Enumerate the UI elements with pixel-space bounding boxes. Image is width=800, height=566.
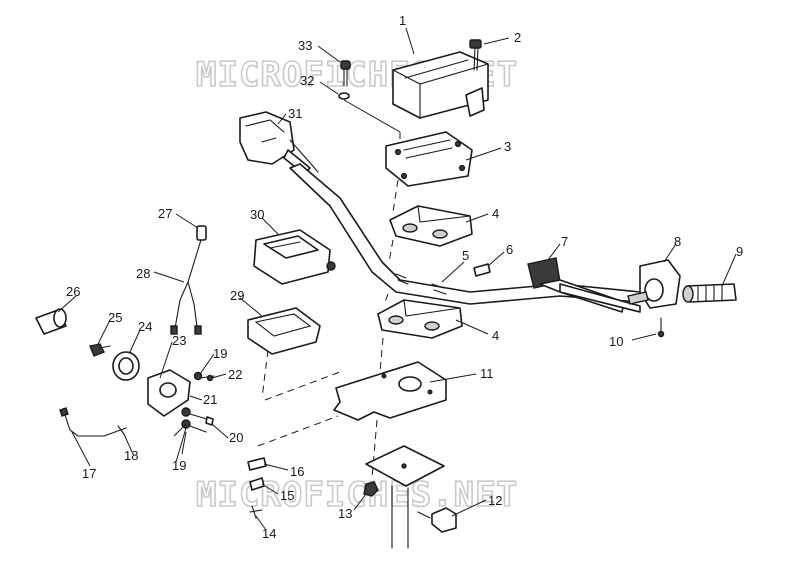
part-17-cable-end[interactable] (59, 407, 69, 417)
part-25-fitting[interactable] (89, 343, 111, 357)
callout-7: 7 (561, 234, 568, 249)
part-31-switch-housing[interactable] (239, 111, 319, 175)
part-28-cable[interactable] (170, 225, 207, 335)
part-9-grip[interactable] (682, 283, 737, 303)
part-8-throttle-housing[interactable] (627, 259, 681, 309)
part-steering-plate[interactable] (365, 445, 445, 549)
part-30-speedometer[interactable] (253, 229, 336, 285)
callout-14: 14 (262, 526, 276, 541)
callout-21: 21 (203, 392, 217, 407)
callout-2: 2 (514, 30, 521, 45)
callout-3: 3 (504, 139, 511, 154)
part-24-ring[interactable] (112, 351, 140, 381)
part-7-brake-lever[interactable] (527, 257, 641, 313)
watermark-bottom: MICROFICHES.NET (196, 475, 518, 515)
part-29-housing[interactable] (247, 307, 321, 355)
callout-31: 31 (288, 106, 302, 121)
callout-27: 27 (158, 206, 172, 221)
part-21-bracket[interactable] (147, 369, 191, 417)
callout-12: 12 (488, 493, 502, 508)
part-3-mounting-plate[interactable] (385, 131, 473, 187)
part-33-screw[interactable] (340, 60, 351, 87)
callout-8: 8 (674, 234, 681, 249)
callout-15: 15 (280, 488, 294, 503)
callout-33: 33 (298, 38, 312, 53)
callout-25: 25 (108, 310, 122, 325)
callout-26: 26 (66, 284, 80, 299)
callout-23: 23 (172, 333, 186, 348)
part-22-screw[interactable] (199, 374, 215, 382)
callout-4-upper: 4 (492, 206, 499, 221)
part-14-pin[interactable] (249, 505, 263, 519)
callout-22: 22 (228, 367, 242, 382)
callout-6: 6 (506, 242, 513, 257)
part-17-cable[interactable] (63, 411, 127, 437)
part-2-bolt[interactable] (469, 39, 482, 71)
callout-18: 18 (124, 448, 138, 463)
callout-20: 20 (229, 430, 243, 445)
callout-17: 17 (82, 466, 96, 481)
part-18-clip[interactable] (117, 425, 125, 435)
part-11-bracket-plate[interactable] (333, 361, 447, 421)
callout-28: 28 (136, 266, 150, 281)
callout-9: 9 (736, 244, 743, 259)
callout-1: 1 (399, 13, 406, 28)
callout-13: 13 (338, 506, 352, 521)
part-4-lower-clamp[interactable] (377, 299, 463, 339)
callout-32: 32 (300, 73, 314, 88)
callout-24: 24 (138, 319, 152, 334)
callout-10: 10 (609, 334, 623, 349)
callout-19-upper: 19 (213, 346, 227, 361)
part-6-spacer[interactable] (473, 263, 491, 277)
part-10-screw[interactable] (657, 317, 665, 338)
part-13-nut[interactable] (363, 481, 379, 497)
callout-19-lower: 19 (172, 458, 186, 473)
part-20-bolt[interactable] (189, 413, 214, 433)
leader-lines (57, 27, 737, 531)
alignment-lines (257, 132, 401, 479)
callout-29: 29 (230, 288, 244, 303)
callout-5: 5 (462, 248, 469, 263)
part-16-clip[interactable] (247, 457, 267, 471)
callout-11: 11 (480, 366, 494, 381)
callout-numbers: 1 2 3 4 4 5 6 7 8 9 10 11 12 13 14 15 16… (66, 13, 743, 541)
part-4-upper-clamp[interactable] (389, 205, 473, 247)
part-26-cylinder[interactable] (35, 308, 67, 335)
part-1-cover[interactable] (392, 51, 489, 119)
callout-16: 16 (290, 464, 304, 479)
part-32-washer[interactable] (338, 92, 350, 100)
callout-4-lower: 4 (492, 328, 499, 343)
callout-30: 30 (250, 207, 264, 222)
part-12-clamp[interactable] (417, 507, 457, 533)
part-15-clamp[interactable] (249, 477, 265, 491)
